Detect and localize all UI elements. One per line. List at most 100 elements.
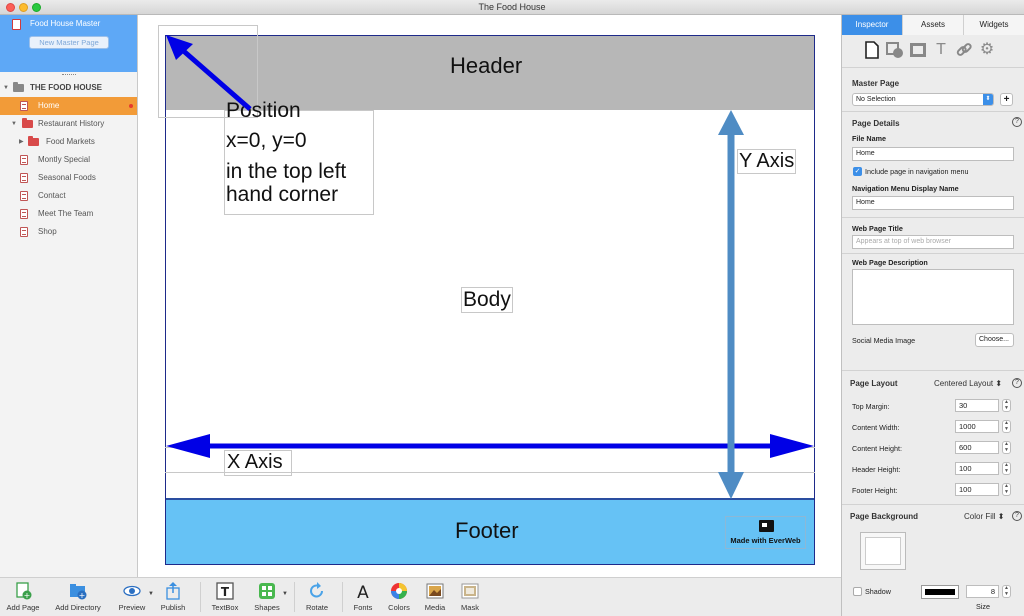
position-textbox[interactable] — [224, 110, 374, 215]
design-canvas[interactable]: Header Body Footer Position x=0, y=0 in … — [138, 15, 884, 577]
page-icon — [20, 191, 28, 201]
publish-label: Publish — [160, 603, 186, 612]
colors-button[interactable]: Colors — [386, 582, 412, 612]
file-name-label: File Name — [852, 134, 886, 143]
everweb-badge[interactable]: Made with EverWeb — [725, 516, 806, 549]
help-icon[interactable]: ? — [1012, 511, 1022, 521]
help-icon[interactable]: ? — [1012, 378, 1022, 388]
page-inspector-icon[interactable] — [863, 41, 881, 59]
footer-height-field[interactable]: 100 — [955, 483, 999, 496]
position-coordinates: x=0, y=0 — [226, 129, 307, 152]
media-button[interactable]: Media — [422, 582, 448, 612]
add-page-label: Add Page — [6, 603, 40, 612]
svg-text:T: T — [221, 585, 230, 599]
shapes-label: Shapes — [254, 603, 280, 612]
footer-text[interactable]: Footer — [455, 518, 519, 543]
zoom-window-button[interactable] — [32, 3, 41, 12]
master-page-item[interactable]: Food House Master New Master Page — [0, 15, 137, 72]
help-icon[interactable]: ? — [1012, 117, 1022, 127]
web-page-title-field[interactable]: Appears at top of web browser — [852, 235, 1014, 249]
master-page-select[interactable]: No Selection ⬍ — [852, 93, 994, 106]
sidebar-item-shop[interactable]: Shop — [0, 223, 137, 241]
content-height-label: Content Height: — [852, 444, 902, 453]
file-name-field[interactable]: Home — [852, 147, 1014, 161]
position-marker-box[interactable] — [158, 25, 258, 118]
tab-assets[interactable]: Assets — [903, 15, 964, 35]
header-height-field[interactable]: 100 — [955, 462, 999, 475]
master-page-heading: Master Page — [852, 79, 900, 88]
shape-inspector-icon[interactable] — [886, 41, 904, 59]
site-folder-icon — [13, 82, 24, 92]
include-nav-checkbox[interactable]: ✓ — [853, 167, 862, 176]
footer-region[interactable] — [166, 500, 814, 564]
rotate-button[interactable]: Rotate — [302, 582, 332, 612]
unsaved-dot-icon — [129, 104, 133, 108]
tab-inspector[interactable]: Inspector — [842, 15, 903, 35]
media-inspector-icon[interactable] — [909, 41, 927, 59]
shadow-size-stepper[interactable]: ▲▼ — [1002, 585, 1011, 598]
shapes-button[interactable]: Shapes ▼ — [252, 582, 288, 612]
content-height-field[interactable]: 600 — [955, 441, 999, 454]
shadow-size-field[interactable]: 8 — [966, 585, 999, 598]
y-axis-label[interactable]: Y Axis — [737, 149, 797, 174]
fonts-label: Fonts — [353, 603, 373, 612]
disclosure-triangle-icon[interactable]: ▼ — [11, 121, 17, 127]
footer-height-stepper[interactable]: ▲▼ — [1002, 483, 1011, 496]
header-height-stepper[interactable]: ▲▼ — [1002, 462, 1011, 475]
y-axis-arrow[interactable] — [718, 110, 744, 499]
header-text[interactable]: Header — [450, 53, 523, 78]
text-inspector-icon[interactable]: T — [936, 41, 946, 58]
mask-button[interactable]: Mask — [457, 582, 483, 612]
sidebar-item-food-markets[interactable]: ▶ Food Markets — [0, 133, 137, 151]
disclosure-triangle-right-icon[interactable]: ▶ — [19, 139, 24, 145]
close-window-button[interactable] — [6, 3, 15, 12]
shadow-color-well[interactable] — [921, 585, 959, 599]
x-axis-label[interactable]: X Axis — [224, 450, 292, 476]
nav-display-name-field[interactable]: Home — [852, 196, 1014, 210]
top-margin-field[interactable]: 30 — [955, 399, 999, 412]
shadow-checkbox[interactable] — [853, 587, 862, 596]
preview-label: Preview — [118, 603, 146, 612]
page-frame — [165, 35, 815, 565]
disclosure-triangle-icon[interactable]: ▼ — [3, 85, 9, 91]
web-page-description-field[interactable] — [852, 269, 1014, 325]
add-directory-button[interactable]: + Add Directory — [52, 582, 104, 612]
body-text[interactable]: Body — [461, 287, 513, 313]
sidebar-item-meet-the-team[interactable]: Meet The Team — [0, 205, 137, 223]
site-root-item[interactable]: ▼ THE FOOD HOUSE — [0, 79, 137, 97]
position-arrow[interactable] — [166, 35, 252, 111]
minimize-window-button[interactable] — [19, 3, 28, 12]
fonts-button[interactable]: A Fonts — [350, 582, 376, 612]
sidebar-item-seasonal-foods[interactable]: Seasonal Foods — [0, 169, 137, 187]
x-axis-arrow[interactable] — [166, 434, 814, 458]
new-master-page-button[interactable]: New Master Page — [29, 36, 109, 49]
add-page-button[interactable]: + Add Page — [6, 582, 40, 612]
content-width-stepper[interactable]: ▲▼ — [1002, 420, 1011, 433]
sidebar-item-restaurant-history[interactable]: ▼ Restaurant History — [0, 115, 137, 133]
content-height-stepper[interactable]: ▲▼ — [1002, 441, 1011, 454]
chevron-down-icon: ▼ — [282, 591, 288, 597]
publish-button[interactable]: Publish — [158, 582, 188, 612]
header-region[interactable] — [166, 36, 814, 110]
add-master-page-button[interactable]: + — [1000, 93, 1013, 106]
sidebar-item-contact[interactable]: Contact — [0, 187, 137, 205]
sidebar-item-home[interactable]: Home — [0, 97, 137, 115]
background-fill-select[interactable]: Color Fill ⬍ — [964, 512, 1005, 521]
background-color-well[interactable] — [860, 532, 906, 570]
page-layout-select[interactable]: Centered Layout ⬍ — [934, 379, 1002, 388]
top-margin-stepper[interactable]: ▲▼ — [1002, 399, 1011, 412]
tab-widgets[interactable]: Widgets — [964, 15, 1024, 35]
page-background-heading: Page Background — [850, 512, 919, 521]
gear-icon[interactable]: ⚙ — [979, 41, 995, 58]
link-inspector-icon[interactable] — [955, 41, 973, 59]
web-page-description-label: Web Page Description — [852, 258, 928, 267]
content-width-field[interactable]: 1000 — [955, 420, 999, 433]
top-margin-label: Top Margin: — [852, 402, 890, 411]
resize-grip[interactable] — [62, 74, 76, 77]
toolbar-divider — [342, 582, 343, 612]
preview-button[interactable]: Preview ▼ — [116, 582, 154, 612]
add-directory-label: Add Directory — [55, 603, 101, 612]
textbox-button[interactable]: T TextBox — [209, 582, 241, 612]
sidebar-item-montly-special[interactable]: Montly Special — [0, 151, 137, 169]
choose-image-button[interactable]: Choose... — [975, 333, 1014, 347]
